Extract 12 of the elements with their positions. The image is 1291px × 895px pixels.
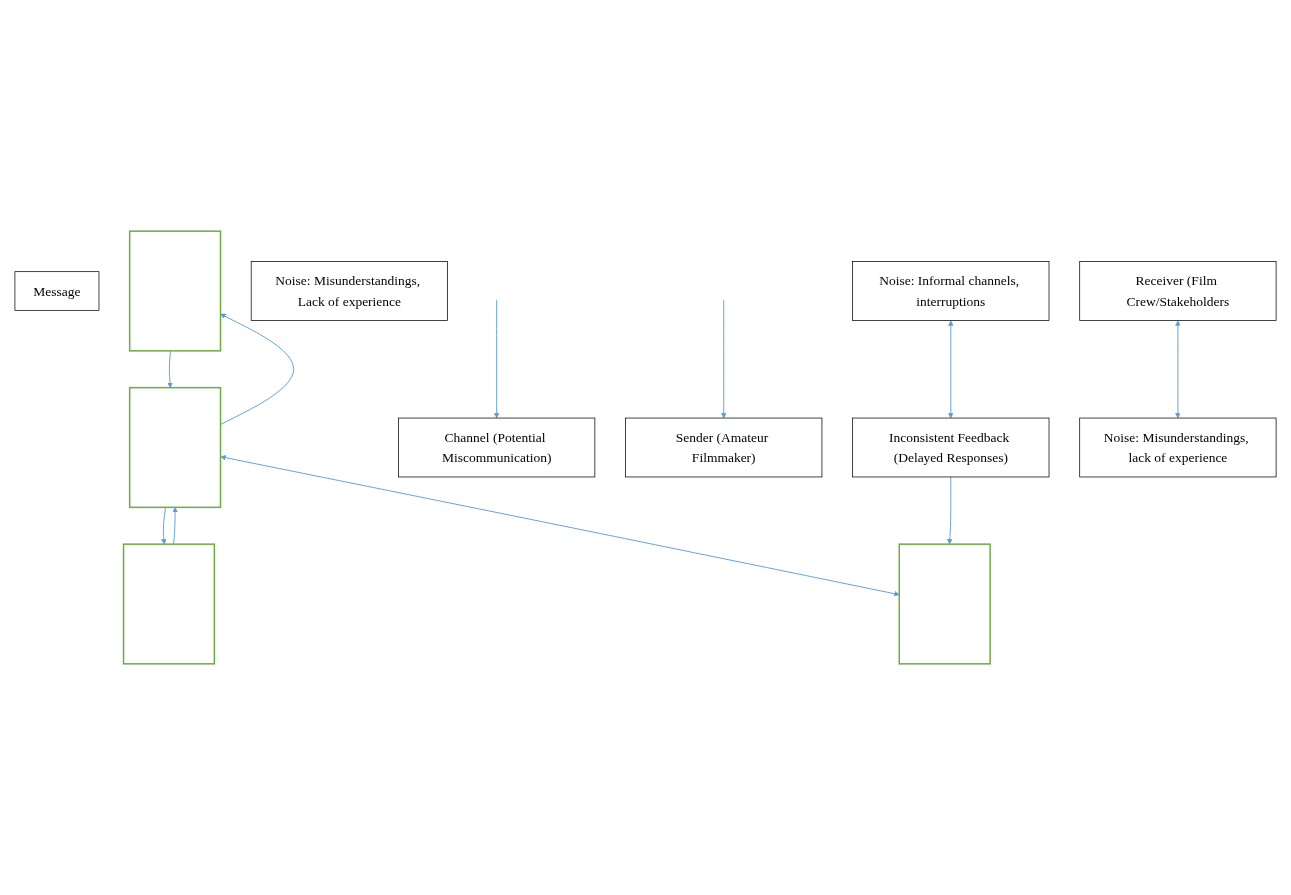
node-box: Message <box>14 271 100 311</box>
node-box: Noise: Informal channels, interruptions <box>852 261 1050 321</box>
node-box: Inconsistent Feedback (Delayed Responses) <box>852 417 1050 478</box>
node-box <box>128 230 222 352</box>
node-box: Sender (Amateur Filmmaker) <box>625 417 823 478</box>
node-box: Noise: Misunderstandings, lack of experience <box>1079 417 1277 478</box>
node-box: Receiver (Film Crew/Stakeholders <box>1079 261 1277 321</box>
node-box: Channel (Potential Miscommunication) <box>398 417 596 478</box>
node-box <box>898 543 991 665</box>
node-box <box>128 386 222 509</box>
node-box <box>122 543 216 665</box>
node-box: Noise: Misunderstandings, Lack of experience <box>250 261 448 321</box>
